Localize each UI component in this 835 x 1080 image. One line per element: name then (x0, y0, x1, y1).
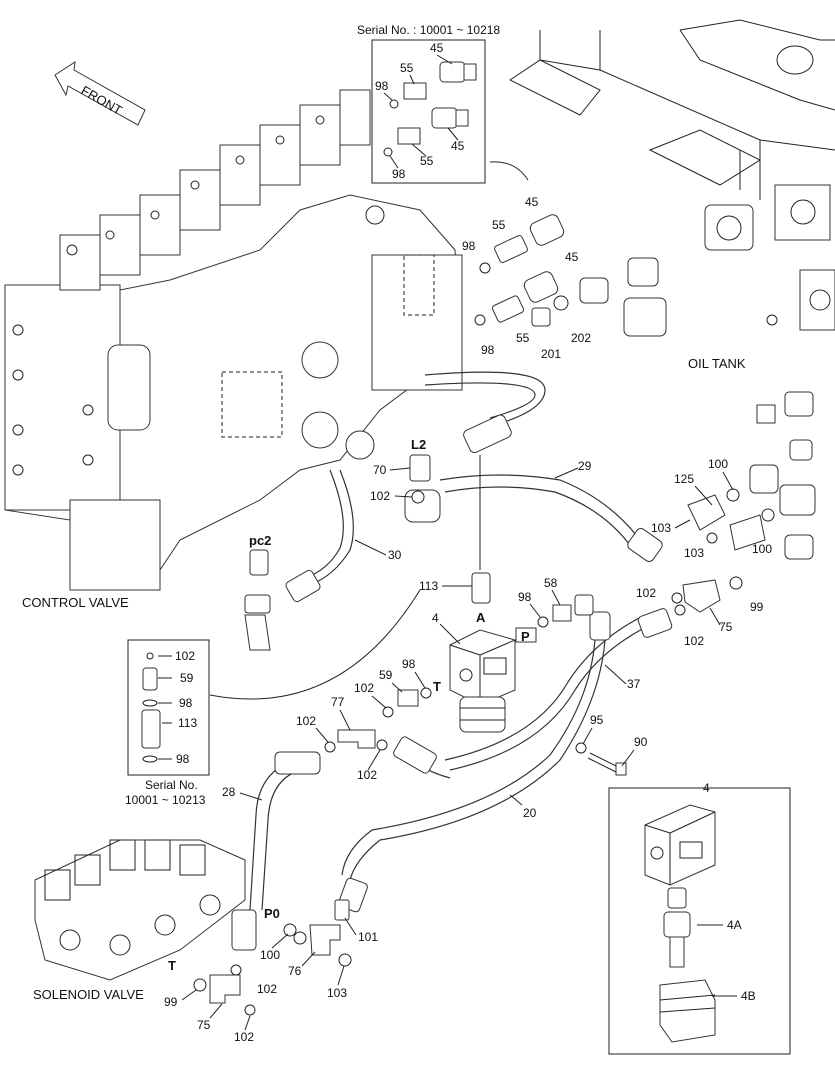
callout-90: 90 (634, 735, 648, 749)
callout-103: 103 (651, 521, 671, 535)
callout-99: 99 (750, 600, 764, 614)
callout-100: 100 (752, 542, 772, 556)
callout-102: 102 (354, 681, 374, 695)
callout-95: 95 (590, 713, 604, 727)
callout-100: 100 (708, 457, 728, 471)
callouts: 70 102 30 29 100 125 103 103 100 113 4 5… (164, 457, 772, 1044)
hoses (231, 371, 673, 951)
port-p: P (521, 629, 530, 644)
left-serial-inset: 102 59 98 113 98 Serial No. 10001 ~ 1021… (125, 639, 210, 807)
callout-98: 98 (392, 167, 406, 181)
inset-pointer-arrow (489, 161, 529, 181)
callout-45: 45 (565, 250, 579, 264)
callout-102: 102 (357, 768, 377, 782)
oil-tank-structure (509, 19, 835, 560)
callout-70: 70 (373, 463, 387, 477)
front-arrow: FRONT (54, 60, 146, 126)
callout-98: 98 (176, 752, 190, 766)
callout-101: 101 (358, 930, 378, 944)
callout-28: 28 (222, 785, 236, 799)
callout-102: 102 (636, 586, 656, 600)
port-t: T (433, 679, 441, 694)
callout-58: 58 (544, 576, 558, 590)
callout-102: 102 (684, 634, 704, 648)
top-serial-inset: Serial No. : 10001 ~ 10218 45 55 98 45 9… (357, 23, 500, 184)
callout-98: 98 (179, 696, 193, 710)
top-serial-label: Serial No. : 10001 ~ 10218 (357, 23, 500, 37)
callout-45: 45 (525, 195, 539, 209)
callout-20: 20 (523, 806, 537, 820)
solenoid-valve-block (34, 839, 352, 1016)
callout-4: 4 (432, 611, 439, 625)
inset-pointer-arrow (209, 589, 421, 700)
callout-98: 98 (518, 590, 532, 604)
callout-103: 103 (327, 986, 347, 1000)
callout-55: 55 (492, 218, 506, 232)
oil-tank-title: OIL TANK (688, 356, 746, 371)
callout-55: 55 (400, 61, 414, 75)
detail-title: 4 (703, 781, 710, 795)
callout-75: 75 (719, 620, 733, 634)
port-t-lower: T (168, 958, 176, 973)
callout-98: 98 (402, 657, 416, 671)
callout-59: 59 (180, 671, 194, 685)
callout-102: 102 (296, 714, 316, 728)
callout-77: 77 (331, 695, 345, 709)
left-serial-line1: Serial No. (145, 778, 198, 792)
callout-45: 45 (451, 139, 465, 153)
port-a: A (476, 610, 486, 625)
left-serial-line2: 10001 ~ 10213 (125, 793, 206, 807)
callout-102: 102 (370, 489, 390, 503)
callout-75: 75 (197, 1018, 211, 1032)
callout-102: 102 (175, 649, 195, 663)
control-valve-body (4, 89, 463, 591)
callout-55: 55 (516, 331, 530, 345)
callout-55: 55 (420, 154, 434, 168)
port-l2: L2 (411, 437, 426, 452)
detail-inset: 4 4A 4B (608, 781, 791, 1055)
pressure-sensors (474, 214, 569, 327)
callout-98: 98 (462, 239, 476, 253)
callout-4b: 4B (741, 989, 756, 1003)
callout-113: 113 (419, 579, 438, 593)
callout-202: 202 (571, 331, 591, 345)
callout-102: 102 (234, 1030, 254, 1044)
solenoid-valve-4 (244, 454, 775, 776)
callout-125: 125 (674, 472, 694, 486)
callout-201: 201 (541, 347, 561, 361)
port-pc2: pc2 (249, 533, 271, 548)
control-valve-title: CONTROL VALVE (22, 595, 129, 610)
callout-4a: 4A (727, 918, 742, 932)
callout-99: 99 (164, 995, 178, 1009)
port-p0: P0 (264, 906, 280, 921)
callout-102: 102 (257, 982, 277, 996)
callout-29: 29 (578, 459, 592, 473)
callout-37: 37 (627, 677, 641, 691)
callout-45: 45 (430, 41, 444, 55)
callout-98: 98 (481, 343, 495, 357)
callout-76: 76 (288, 964, 302, 978)
callout-98: 98 (375, 79, 389, 93)
callout-100: 100 (260, 948, 280, 962)
solenoid-valve-title: SOLENOID VALVE (33, 987, 144, 1002)
callout-59: 59 (379, 668, 393, 682)
callout-30: 30 (388, 548, 402, 562)
callout-103: 103 (684, 546, 704, 560)
callout-113: 113 (178, 716, 197, 730)
